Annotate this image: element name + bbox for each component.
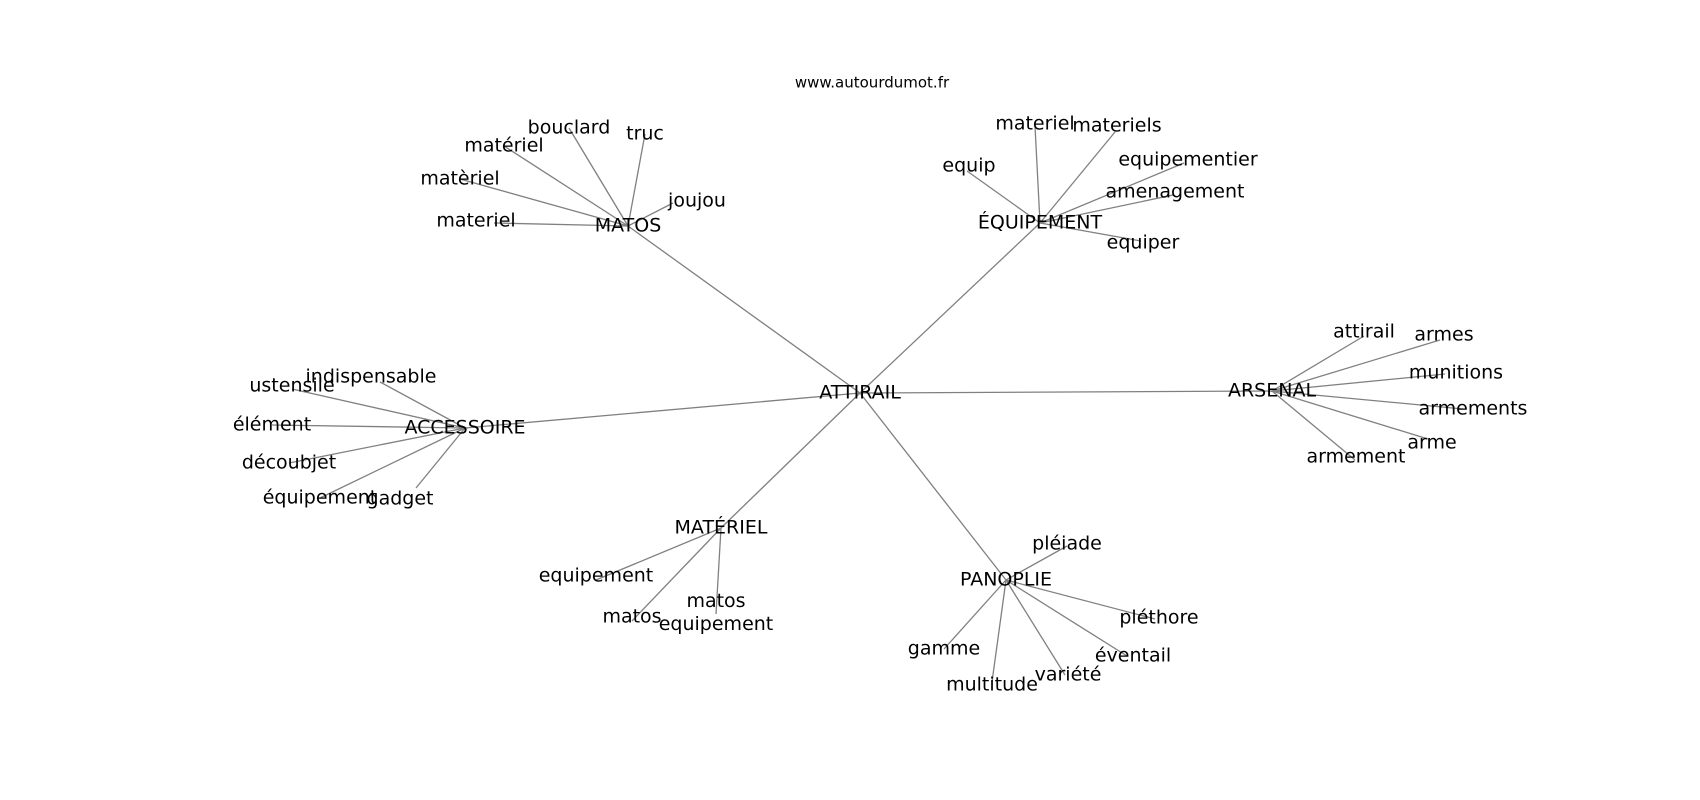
leaf-node[interactable]: equiper [1107, 232, 1180, 254]
edge-arsenal-0 [1271, 335, 1365, 392]
edge-équipement-4 [1039, 194, 1174, 224]
leaf-node[interactable]: equipement [539, 565, 654, 587]
edge-matos-1 [627, 133, 646, 227]
leaf-node[interactable]: indispensable [306, 366, 437, 388]
leaf-node[interactable]: materiels [1072, 115, 1161, 137]
leaf-node[interactable]: éventail [1095, 645, 1171, 667]
edge-matos-0 [568, 127, 629, 227]
leaf-node[interactable]: équipement [263, 487, 378, 509]
edge-équipement-3 [1039, 162, 1185, 224]
edge-accessoire-5 [415, 427, 466, 489]
edge-root-to-matos [627, 225, 861, 394]
edge-matos-4 [627, 202, 674, 227]
leaf-node[interactable]: materiel [436, 210, 515, 232]
leaf-node[interactable]: matériel [464, 135, 543, 157]
leaf-node[interactable]: truc [626, 123, 664, 145]
cluster-node[interactable]: MATÉRIEL [675, 516, 768, 539]
cluster-node[interactable]: MATOS [595, 215, 662, 237]
leaf-node[interactable]: equip [942, 155, 995, 177]
root-node[interactable]: ATTIRAIL [819, 382, 901, 404]
leaf-node[interactable]: découbjet [242, 452, 336, 474]
leaf-node[interactable]: matèriel [420, 168, 499, 190]
edge-accessoire-1 [291, 388, 466, 429]
leaf-node[interactable]: amenagement [1106, 181, 1245, 203]
edge-accessoire-2 [271, 424, 466, 429]
edge-matos-3 [459, 178, 629, 227]
edge-accessoire-4 [319, 427, 466, 499]
edge-arsenal-3 [1271, 390, 1464, 410]
leaf-node[interactable]: élément [233, 414, 311, 436]
edge-arsenal-1 [1271, 339, 1441, 392]
edge-panoplie-4 [991, 579, 1007, 683]
edge-accessoire-3 [288, 427, 466, 464]
leaf-node[interactable]: arme [1407, 432, 1456, 454]
edge-root-to-matériel [720, 392, 861, 529]
edge-root-to-arsenal [859, 390, 1273, 394]
edge-root-to-accessoire [464, 392, 861, 429]
edge-root-to-panoplie [859, 392, 1007, 581]
edge-panoplie-5 [943, 579, 1007, 650]
edge-panoplie-1 [1005, 579, 1156, 620]
edge-matos-2 [503, 145, 629, 227]
edge-accessoire-0 [379, 381, 466, 429]
edge-panoplie-3 [1005, 579, 1066, 676]
watermark-text: www.autourdumot.fr [795, 74, 950, 92]
leaf-node[interactable]: munitions [1409, 362, 1503, 384]
leaf-node[interactable]: ustensile [249, 375, 334, 397]
edge-panoplie-2 [1005, 579, 1128, 657]
leaf-node[interactable]: joujou [667, 190, 726, 212]
edge-matériel-2 [715, 527, 722, 615]
cluster-node[interactable]: ARSENAL [1228, 380, 1316, 402]
edge-équipement-0 [1034, 125, 1041, 224]
leaf-node[interactable]: matos [602, 606, 661, 628]
leaf-node[interactable]: attirail [1333, 321, 1395, 343]
cluster-node[interactable]: PANOPLIE [960, 569, 1052, 591]
graph-labels: ATTIRAIL MATOS bouclard truc matériel matèri… [233, 113, 1528, 696]
edge-arsenal-5 [1271, 390, 1356, 461]
graph-edges [271, 125, 1464, 683]
edge-équipement-5 [1039, 222, 1142, 242]
edge-équipement-1 [1039, 131, 1116, 224]
leaf-node[interactable]: pléthore [1119, 607, 1198, 629]
edge-matériel-0 [595, 527, 722, 581]
leaf-node[interactable]: multitude [946, 674, 1038, 696]
edge-équipement-2 [966, 170, 1041, 224]
leaf-node[interactable]: armement [1306, 446, 1405, 468]
edge-matériel-1 [631, 527, 722, 622]
leaf-node[interactable]: armes [1414, 324, 1473, 346]
leaf-node[interactable]: bouclard [528, 117, 611, 139]
leaf-node[interactable]: gamme [908, 638, 980, 660]
leaf-node[interactable]: variété [1035, 664, 1102, 686]
leaf-node[interactable]: gadget [367, 488, 434, 510]
edge-panoplie-0 [1005, 545, 1068, 581]
edge-matos-5 [493, 222, 629, 227]
leaf-node[interactable]: equipementier [1118, 149, 1257, 171]
cluster-node[interactable]: ACCESSOIRE [404, 417, 525, 439]
leaf-node[interactable]: pléiade [1032, 533, 1102, 555]
edge-root-to-équipement [859, 222, 1041, 394]
leaf-node[interactable]: materiel [995, 113, 1074, 135]
leaf-node[interactable]: armements [1419, 398, 1528, 420]
edge-arsenal-2 [1271, 373, 1446, 392]
cluster-node[interactable]: ÉQUIPEMENT [978, 211, 1103, 234]
edge-arsenal-4 [1271, 390, 1429, 440]
